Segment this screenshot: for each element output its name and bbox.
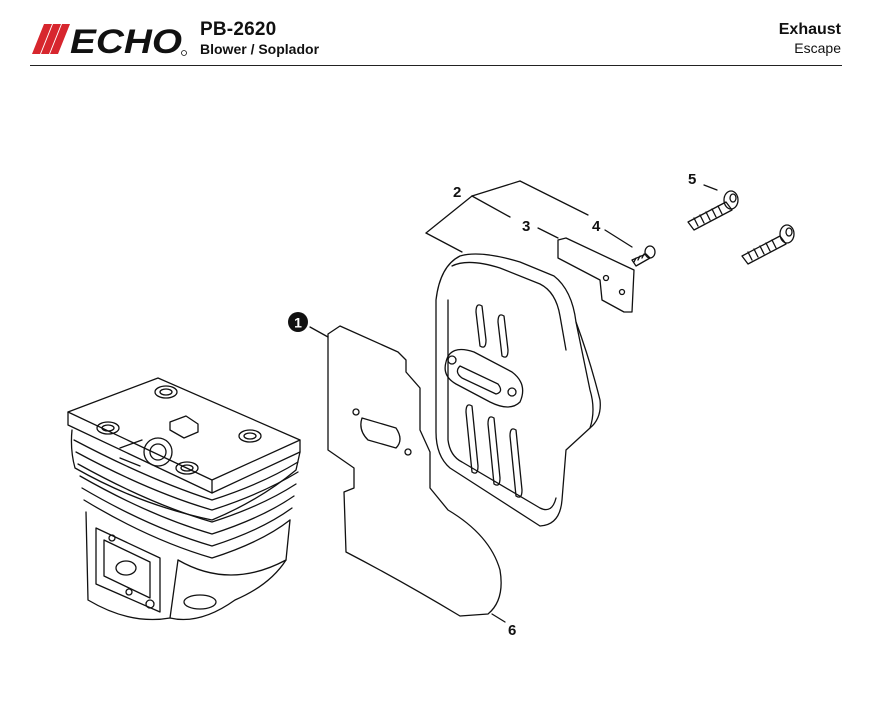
callout-1-badge bbox=[288, 312, 308, 332]
model-subtitle: Blower / Soplador bbox=[200, 41, 320, 57]
callout-5-label: 5 bbox=[688, 171, 696, 188]
muffler-part bbox=[435, 253, 601, 527]
section-title: Exhaust bbox=[778, 21, 841, 38]
small-bolt-part bbox=[631, 245, 656, 267]
cylinder-part bbox=[67, 377, 301, 621]
callout-3-label: 3 bbox=[522, 218, 530, 235]
long-bolt-lower-part bbox=[741, 224, 795, 265]
section-subtitle: Escape bbox=[794, 40, 841, 56]
svg-text:ECHO: ECHO bbox=[70, 23, 182, 58]
callout-1-label: 1 bbox=[294, 315, 302, 331]
echo-logo: ECHO bbox=[32, 23, 187, 58]
callout-leaders-group bbox=[309, 180, 718, 623]
gasket-plate-part bbox=[327, 325, 502, 617]
header-rule bbox=[30, 65, 842, 66]
model-number: PB-2620 bbox=[200, 19, 277, 40]
callout-4-label: 4 bbox=[592, 218, 601, 235]
callout-2-label: 2 bbox=[453, 184, 461, 201]
lock-plate-part bbox=[557, 237, 635, 313]
page-header: ECHO PB-2620 Blower / Soplador Exhaust E… bbox=[0, 0, 876, 70]
long-bolt-upper-part bbox=[687, 190, 739, 231]
callout-6-label: 6 bbox=[508, 622, 516, 639]
